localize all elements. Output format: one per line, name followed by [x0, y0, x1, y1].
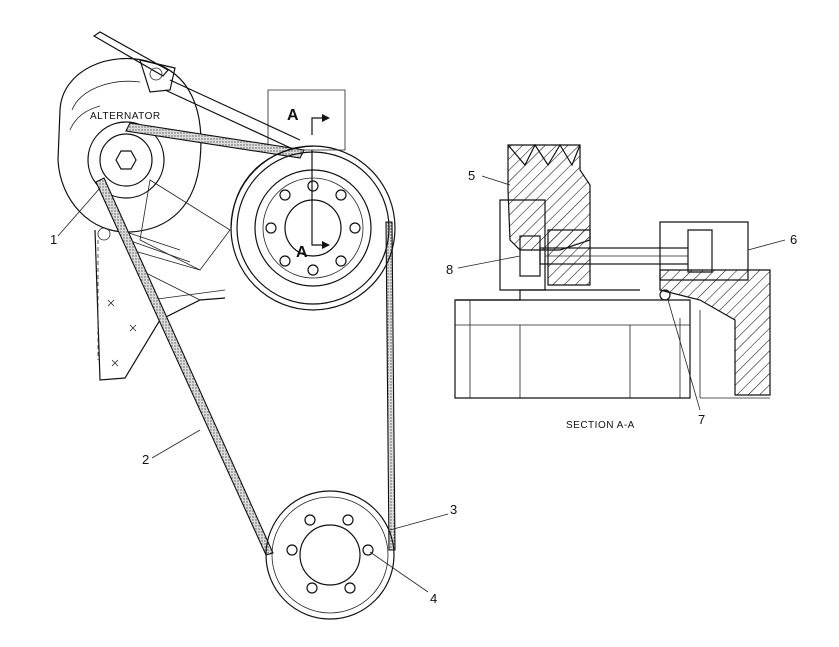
callout-4: 4 [430, 591, 437, 606]
callout-2: 2 [142, 452, 149, 467]
drive-belt [95, 122, 396, 556]
adjusting-rod [92, 31, 169, 77]
section-caption: SECTION A-A [566, 420, 635, 431]
section-letter-top: A [287, 107, 299, 124]
callout-8: 8 [446, 262, 453, 277]
mounting-bracket [94, 229, 226, 381]
section-letter-bottom: A [296, 244, 308, 261]
section-view [454, 143, 771, 399]
section-marker [267, 89, 346, 249]
alternator-assembly [57, 31, 301, 381]
alternator-nut [115, 150, 137, 170]
alternator-label: ALTERNATOR [90, 111, 161, 122]
callout-3: 3 [450, 502, 457, 517]
callout-leaders [57, 175, 786, 593]
lower-pulley [265, 490, 395, 620]
callout-7: 7 [698, 412, 705, 427]
adjust-bracket [139, 59, 176, 93]
callout-1: 1 [50, 232, 57, 247]
alternator-body [57, 58, 202, 233]
crankshaft-pulley [230, 145, 396, 311]
alternator-pulley [87, 121, 165, 199]
callout-5: 5 [468, 168, 475, 183]
pulley-bolt-circle [265, 180, 361, 276]
callout-6: 6 [790, 232, 797, 247]
